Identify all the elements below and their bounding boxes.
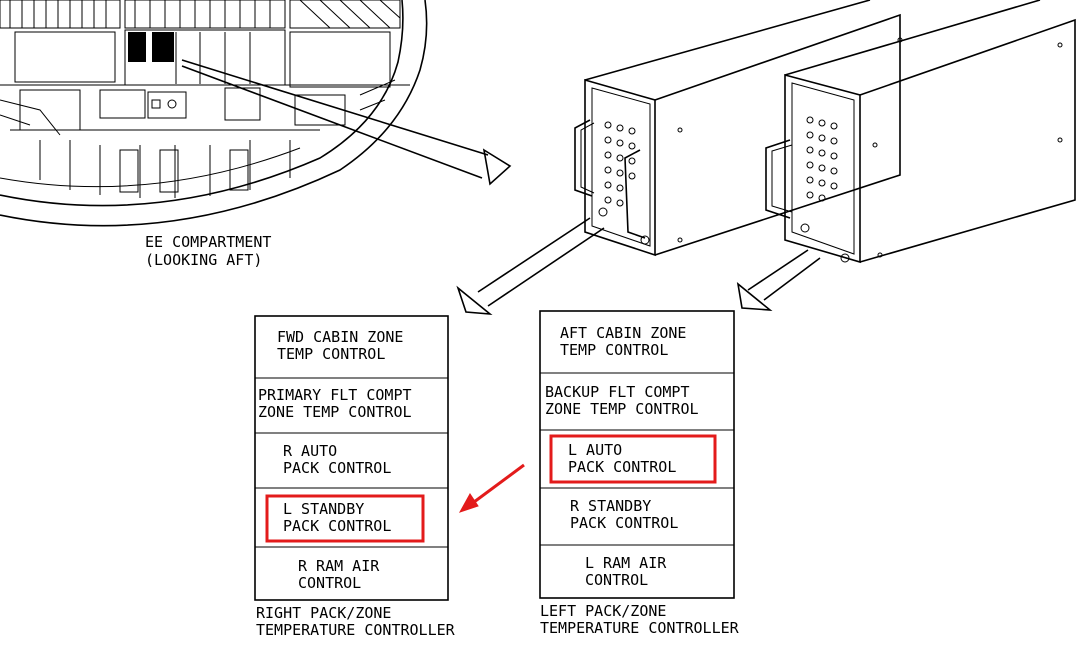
connector-pins-unit1 xyxy=(598,121,650,245)
card-label-line1: R RAM AIR xyxy=(298,557,380,575)
controller-unit-right xyxy=(152,32,174,62)
card-label-line1: AFT CABIN ZONE xyxy=(560,324,686,342)
left-card-3: L AUTO PACK CONTROL xyxy=(549,434,717,484)
connector-pins-unit2 xyxy=(800,116,850,263)
left-card-2: BACKUP FLT COMPT ZONE TEMP CONTROL xyxy=(545,383,699,418)
compartment-title: EE COMPARTMENT (LOOKING AFT) xyxy=(145,233,271,269)
right-controller-panel: FWD CABIN ZONE TEMP CONTROL PRIMARY FLT … xyxy=(254,315,456,639)
red-pointer-arrow xyxy=(458,463,525,513)
compartment-title-line1: EE COMPARTMENT xyxy=(145,233,271,251)
left-controller-caption-line1: LEFT PACK/ZONE xyxy=(540,602,666,620)
card-label-line2: CONTROL xyxy=(585,571,648,589)
left-card-1: AFT CABIN ZONE TEMP CONTROL xyxy=(560,324,686,359)
card-label-line2: PACK CONTROL xyxy=(283,517,391,535)
card-label-line1: R STANDBY xyxy=(570,497,651,515)
controller-units-illustration xyxy=(456,0,1076,316)
card-label-line1: L AUTO xyxy=(568,441,622,459)
right-card-1: FWD CABIN ZONE TEMP CONTROL xyxy=(277,328,403,363)
right-controller-caption-line2: TEMPERATURE CONTROLLER xyxy=(256,621,456,639)
card-label-line1: R AUTO xyxy=(283,442,337,460)
card-label-line2: CONTROL xyxy=(298,574,361,592)
right-card-3: R AUTO PACK CONTROL xyxy=(283,442,391,477)
card-label-line2: ZONE TEMP CONTROL xyxy=(258,403,412,421)
right-controller-caption-line1: RIGHT PACK/ZONE xyxy=(256,604,391,622)
controller-unit-left xyxy=(128,32,146,62)
card-label-line1: PRIMARY FLT COMPT xyxy=(258,386,412,404)
right-card-2: PRIMARY FLT COMPT ZONE TEMP CONTROL xyxy=(258,386,412,421)
rack-slats xyxy=(9,0,401,29)
left-controller-caption-line2: TEMPERATURE CONTROLLER xyxy=(540,619,740,637)
highlight-box xyxy=(549,434,717,484)
card-label-line1: BACKUP FLT COMPT xyxy=(545,383,690,401)
compartment-title-line2: (LOOKING AFT) xyxy=(145,251,262,269)
card-label-line2: PACK CONTROL xyxy=(283,459,391,477)
card-label-line1: FWD CABIN ZONE xyxy=(277,328,403,346)
right-card-5: R RAM AIR CONTROL xyxy=(298,557,380,592)
left-card-4: R STANDBY PACK CONTROL xyxy=(570,497,678,532)
card-label-line1: L STANDBY xyxy=(283,500,364,518)
right-card-4: L STANDBY PACK CONTROL xyxy=(265,494,425,543)
card-label-line2: ZONE TEMP CONTROL xyxy=(545,400,699,418)
card-label-line2: PACK CONTROL xyxy=(568,458,676,476)
ee-compartment-illustration xyxy=(0,0,512,227)
card-label-line2: PACK CONTROL xyxy=(570,514,678,532)
highlight-box xyxy=(265,494,425,543)
left-controller-panel: AFT CABIN ZONE TEMP CONTROL BACKUP FLT C… xyxy=(539,310,740,637)
card-label-line1: L RAM AIR xyxy=(585,554,667,572)
card-label-line2: TEMP CONTROL xyxy=(277,345,385,363)
left-card-5: L RAM AIR CONTROL xyxy=(585,554,667,589)
card-label-line2: TEMP CONTROL xyxy=(560,341,668,359)
